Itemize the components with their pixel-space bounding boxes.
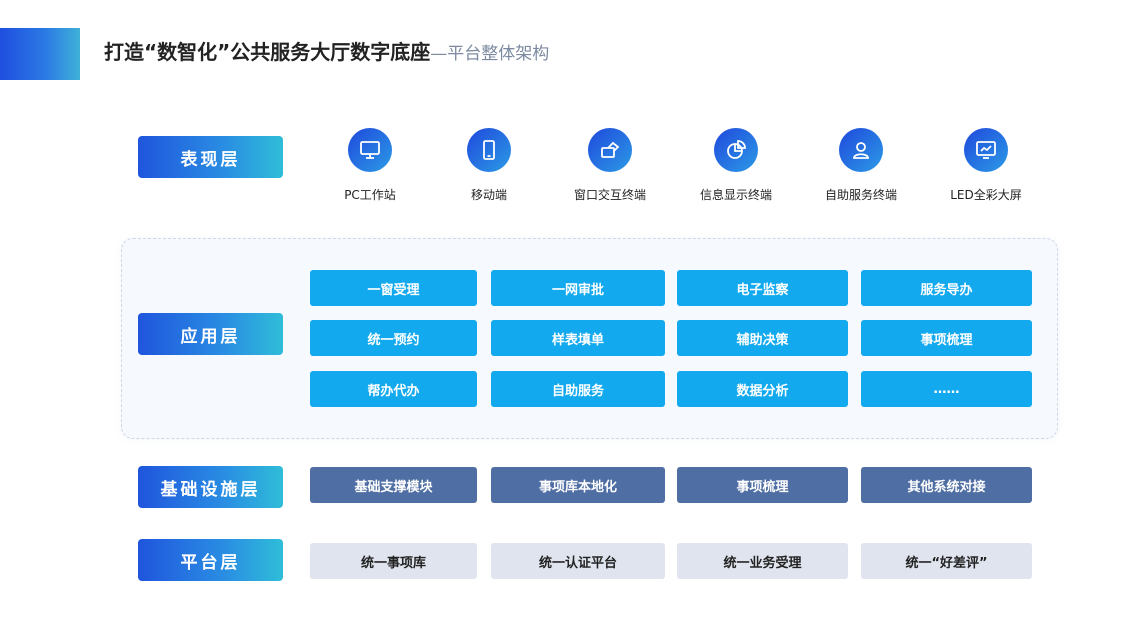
- app-item: 样表填单: [491, 320, 665, 356]
- layer-label-presentation: 表现层: [138, 136, 283, 178]
- page-title: 打造“数智化”公共服务大厅数字底座—平台整体架构: [104, 38, 549, 66]
- app-item: ……: [861, 371, 1032, 407]
- app-item: 一网审批: [491, 270, 665, 306]
- app-item: 服务导办: [861, 270, 1032, 306]
- title-accent-block: [0, 28, 80, 80]
- platform-item: 统一认证平台: [491, 543, 665, 579]
- terminal-mobile: 移动端: [439, 128, 539, 203]
- window-terminal-icon: [588, 128, 632, 172]
- terminal-info-display: 信息显示终端: [686, 128, 786, 203]
- app-item: 自助服务: [491, 371, 665, 407]
- terminal-label: PC工作站: [344, 188, 396, 202]
- user-icon: [839, 128, 883, 172]
- platform-item: 统一事项库: [310, 543, 477, 579]
- terminal-window: 窗口交互终端: [560, 128, 660, 203]
- terminal-label: 移动端: [470, 188, 507, 202]
- app-item: 电子监察: [677, 270, 848, 306]
- terminal-self-service: 自助服务终端: [811, 128, 911, 203]
- infrastructure-item: 基础支撑模块: [310, 467, 477, 503]
- layer-label-platform: 平台层: [138, 539, 283, 581]
- terminal-pc: PC工作站: [320, 128, 420, 203]
- layer-label-application: 应用层: [138, 313, 283, 355]
- phone-icon: [467, 128, 511, 172]
- infrastructure-item: 事项库本地化: [491, 467, 665, 503]
- terminal-label: LED全彩大屏: [950, 188, 1022, 202]
- terminal-label: 信息显示终端: [699, 188, 772, 202]
- terminal-label: 自助服务终端: [824, 188, 897, 202]
- terminal-led-screen: LED全彩大屏: [936, 128, 1036, 203]
- terminal-label: 窗口交互终端: [573, 188, 646, 202]
- title-main: 打造“数智化”公共服务大厅数字底座: [104, 40, 431, 64]
- app-item: 事项梳理: [861, 320, 1032, 356]
- pie-chart-icon: [714, 128, 758, 172]
- app-item: 统一预约: [310, 320, 477, 356]
- monitor-icon: [348, 128, 392, 172]
- app-item: 一窗受理: [310, 270, 477, 306]
- app-item: 辅助决策: [677, 320, 848, 356]
- app-item: 数据分析: [677, 371, 848, 407]
- screen-chart-icon: [964, 128, 1008, 172]
- platform-item: 统一“好差评”: [861, 543, 1032, 579]
- infrastructure-item: 事项梳理: [677, 467, 848, 503]
- app-item: 帮办代办: [310, 371, 477, 407]
- title-subtitle: —平台整体架构: [430, 44, 550, 64]
- infrastructure-item: 其他系统对接: [861, 467, 1032, 503]
- platform-item: 统一业务受理: [677, 543, 848, 579]
- layer-label-infrastructure: 基础设施层: [138, 466, 283, 508]
